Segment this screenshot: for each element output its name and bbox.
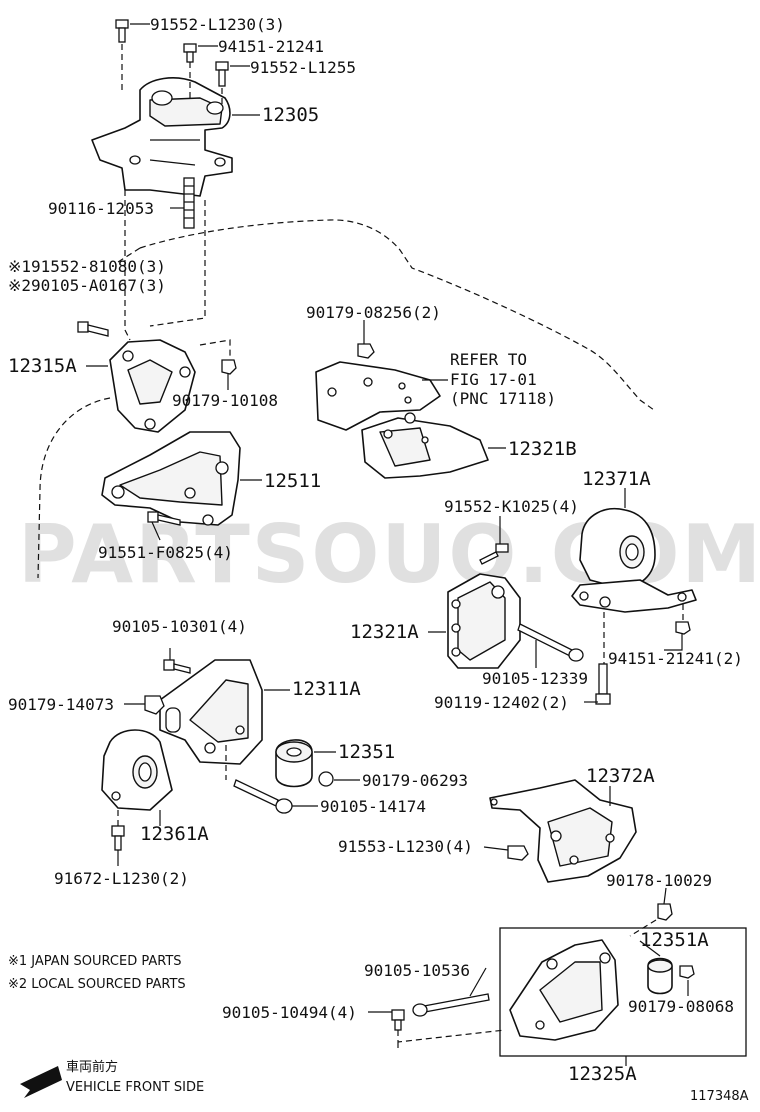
- engine-mount-12305[interactable]: [91, 77, 233, 197]
- bracket-12325A[interactable]: [509, 939, 619, 1041]
- label-94151-21241-2: 94151-21241(2): [608, 649, 743, 668]
- label-90119-12402: 90119-12402(2): [434, 693, 569, 712]
- label-90105-10494: 90105-10494(4): [222, 1003, 357, 1022]
- engine-outline-left: [37, 247, 141, 579]
- nut-94151-21241-2[interactable]: [675, 621, 691, 635]
- bracket-12511[interactable]: [101, 431, 241, 526]
- label-90179-06293: 90179-06293: [362, 771, 468, 790]
- bolt-90105-10494[interactable]: [391, 1009, 405, 1031]
- label-94151-21241-top: 94151-21241: [218, 37, 324, 56]
- label-90105-10536: 90105-10536: [364, 961, 470, 980]
- label-90179-08256: 90179-08256(2): [306, 303, 441, 322]
- bushing-12351[interactable]: [275, 739, 313, 788]
- label-12315A: 12315A: [8, 355, 77, 377]
- direction-label-en: VEHICLE FRONT SIDE: [66, 1080, 204, 1095]
- bolt-90105-12339[interactable]: [517, 623, 584, 662]
- label-90179-14073: 90179-14073: [8, 695, 114, 714]
- stud-90116-12053[interactable]: [183, 177, 195, 229]
- label-90178-10029: 90178-10029: [606, 871, 712, 890]
- direction-label-jp: 車両前方: [66, 1059, 118, 1075]
- label-12311A: 12311A: [292, 678, 361, 700]
- label-12321B: 12321B: [508, 438, 577, 460]
- bracket-12315A[interactable]: [109, 339, 196, 433]
- bracket-17118[interactable]: [315, 361, 441, 431]
- group-box-12325A: [499, 927, 747, 1057]
- label-12372A: 12372A: [586, 765, 655, 787]
- label-91552-L1230: 91552-L1230(3): [150, 15, 285, 34]
- nut-90179-10108[interactable]: [221, 359, 237, 375]
- label-90179-10108: 90179-10108: [172, 391, 278, 410]
- label-91551-F0825: 91551-F0825(4): [98, 543, 233, 562]
- bracket-12321A[interactable]: [447, 573, 521, 669]
- figure-id: 117348A: [690, 1089, 749, 1104]
- label-12325A: 12325A: [568, 1063, 637, 1085]
- bolt-90105-14174[interactable]: [233, 779, 293, 814]
- label-91553-L1230: 91553-L1230(4): [338, 837, 473, 856]
- label-90179-08068: 90179-08068: [628, 997, 734, 1016]
- bolt-91552-K1025[interactable]: [479, 543, 509, 565]
- label-refer-1: REFER TO: [450, 350, 527, 369]
- front-arrow-icon: [20, 1066, 62, 1098]
- bolt-90105-10301[interactable]: [163, 659, 191, 674]
- label-refer-3: (PNC 17118): [450, 389, 556, 408]
- nut-90179-14073[interactable]: [144, 695, 165, 715]
- nut-90179-06293[interactable]: [318, 771, 334, 787]
- label-12321A: 12321A: [350, 621, 419, 643]
- label-12371A: 12371A: [582, 468, 651, 490]
- mount-12361A[interactable]: [101, 729, 173, 811]
- label-12511: 12511: [264, 470, 321, 492]
- note-japan-sourced: ※1 JAPAN SOURCED PARTS: [8, 954, 182, 969]
- label-90116-12053: 90116-12053: [48, 199, 154, 218]
- bolt-90105-10536[interactable]: [412, 993, 490, 1017]
- bolt-91552-81080[interactable]: [77, 321, 109, 337]
- nut-90179-08068[interactable]: [679, 965, 695, 979]
- bracket-12321B[interactable]: [361, 412, 489, 479]
- bolt-90119-12402[interactable]: [595, 663, 611, 705]
- bracket-12372A[interactable]: [489, 779, 637, 883]
- bolt-91551-F0825[interactable]: [147, 511, 181, 526]
- nut-90178-10029[interactable]: [657, 903, 673, 921]
- bolt-91552-L1230-top[interactable]: [115, 19, 129, 43]
- label-90105-A0167: ※290105-A0167(3): [8, 276, 166, 295]
- label-90105-10301: 90105-10301(4): [112, 617, 247, 636]
- label-refer-2: FIG 17-01: [450, 370, 537, 389]
- bolt-91552-L1255[interactable]: [215, 61, 229, 87]
- bolt-91672-L1230[interactable]: [111, 825, 125, 851]
- mount-12371A[interactable]: [571, 508, 697, 613]
- engine-outline: [139, 219, 655, 411]
- bracket-12311A[interactable]: [159, 659, 263, 765]
- label-91552-K1025: 91552-K1025(4): [444, 497, 579, 516]
- note-local-sourced: ※2 LOCAL SOURCED PARTS: [8, 977, 186, 992]
- label-90105-14174: 90105-14174: [320, 797, 426, 816]
- label-91672-L1230: 91672-L1230(2): [54, 869, 189, 888]
- label-12361A: 12361A: [140, 823, 209, 845]
- label-91552-81080: ※191552-81080(3): [8, 257, 166, 276]
- label-12351: 12351: [338, 741, 395, 763]
- label-90105-12339: 90105-12339: [482, 669, 588, 688]
- label-91552-L1255: 91552-L1255: [250, 58, 356, 77]
- label-12305: 12305: [262, 104, 319, 126]
- label-12351A: 12351A: [640, 929, 709, 951]
- nut-94151-21241-top[interactable]: [183, 43, 197, 63]
- bushing-12351A[interactable]: [647, 957, 673, 995]
- nut-90179-08256[interactable]: [357, 343, 375, 359]
- bolt-91553-L1230[interactable]: [507, 845, 529, 861]
